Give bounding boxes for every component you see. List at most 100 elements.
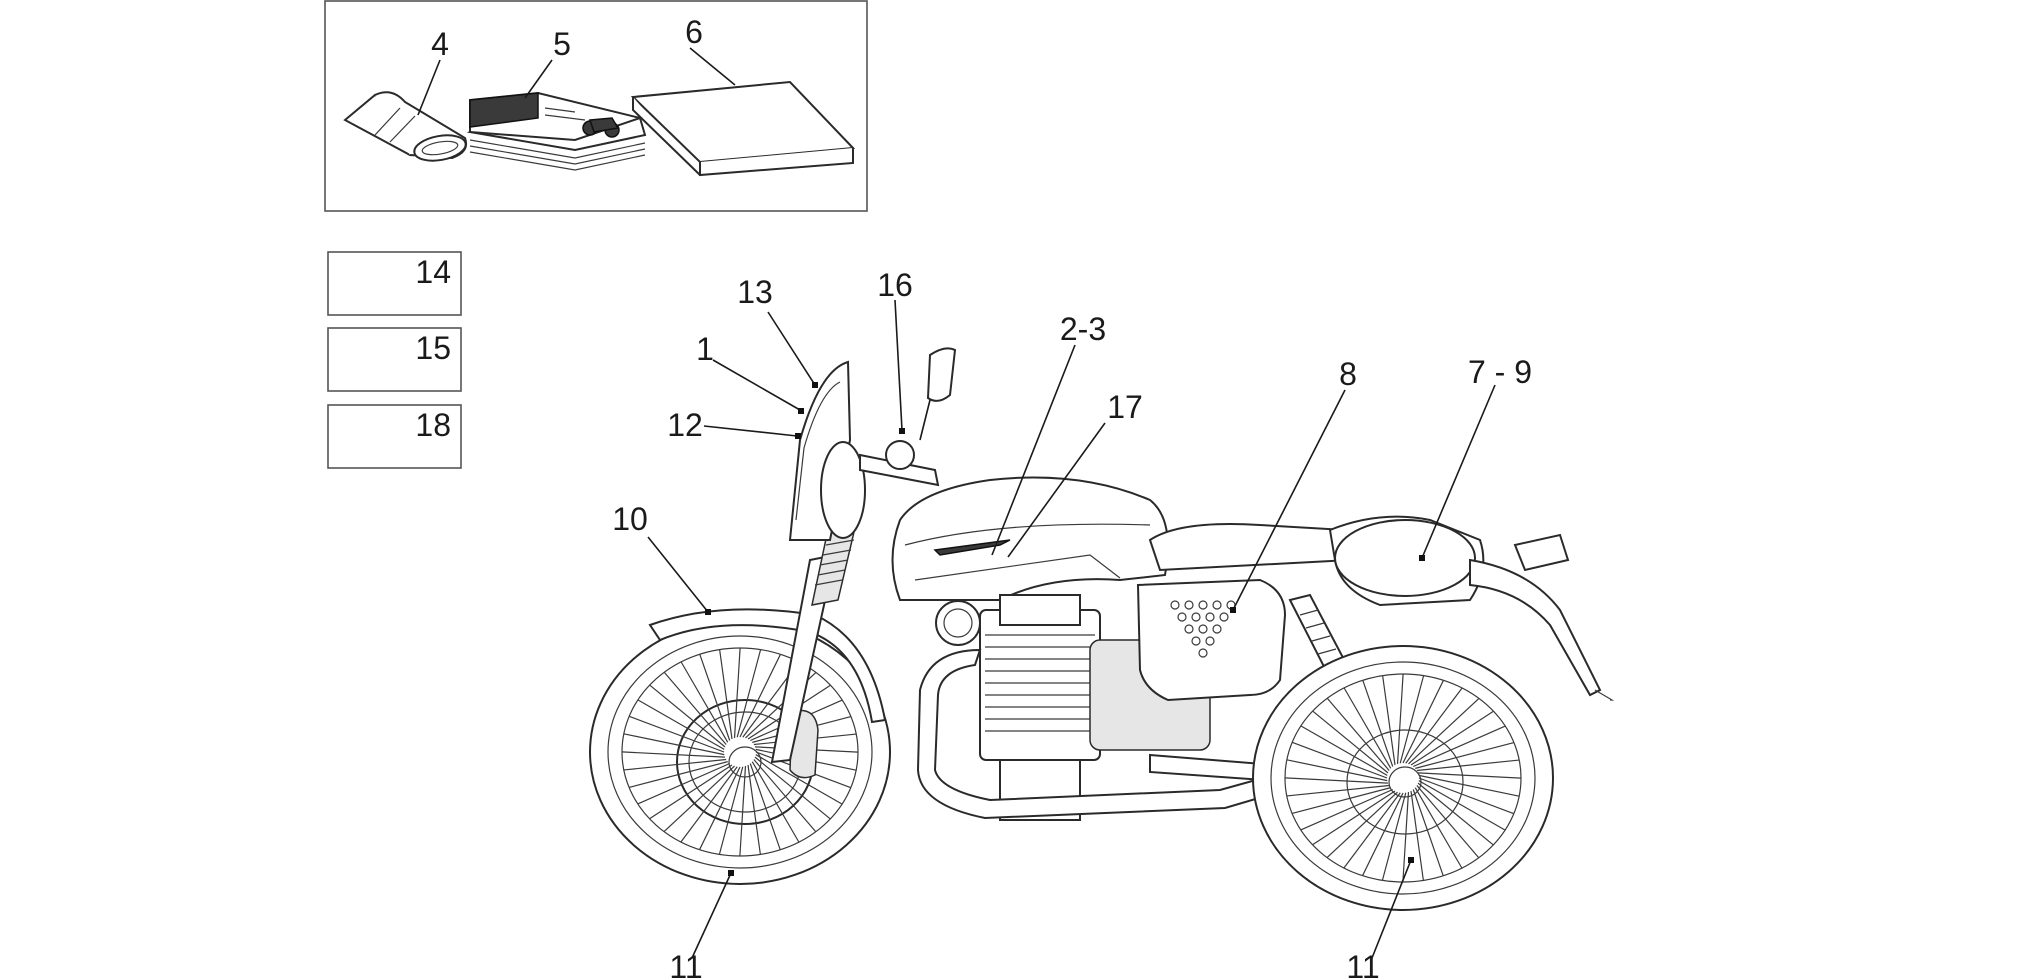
panel-vent-hole — [1198, 600, 1208, 610]
wheel-spoke — [628, 761, 728, 789]
wheel-spoke — [1418, 772, 1522, 779]
callout-17: 17 — [1007, 389, 1143, 558]
wheel-spoke — [628, 715, 725, 753]
box-15 — [327, 327, 462, 392]
mirror — [926, 347, 957, 402]
label-2-3: 2-3 — [1060, 311, 1106, 347]
label-10: 10 — [612, 501, 648, 537]
callout-12: 12 — [667, 407, 801, 443]
wheel-spoke — [1405, 687, 1463, 764]
label-7-9: 7 - 9 — [1468, 354, 1532, 390]
label-15: 15 — [415, 330, 451, 366]
panel-vent-hole — [1184, 624, 1194, 634]
wheel-spoke — [1399, 675, 1425, 764]
wheel-spoke — [1402, 680, 1445, 764]
wheel-spoke — [1416, 759, 1520, 772]
panel-vent-hole — [1219, 612, 1229, 622]
wheel-spoke — [1291, 787, 1391, 815]
panel-vent-hole — [1212, 600, 1222, 610]
wheel-spoke — [719, 649, 733, 740]
wheel-spoke — [753, 759, 817, 833]
wheel-spoke — [1381, 792, 1407, 881]
side-panel — [1136, 578, 1287, 702]
wheel-spoke — [1312, 710, 1389, 774]
wheel-spoke — [1362, 680, 1394, 767]
panel-vent-hole — [1198, 624, 1208, 634]
wheel-spoke — [754, 756, 831, 820]
wheel-spoke — [1414, 787, 1463, 869]
rear-fender — [1469, 558, 1602, 697]
callout-7-9: 7 - 9 — [1419, 354, 1532, 561]
rear-wheel — [1252, 645, 1554, 911]
leader-6 — [689, 47, 736, 86]
front-fender — [648, 608, 887, 724]
wheel-spoke — [623, 733, 725, 756]
wheel-spoke — [1326, 791, 1398, 859]
panel-vent-hole — [1191, 612, 1201, 622]
wheel-spoke — [1300, 725, 1388, 776]
callout-1: 1 — [696, 331, 804, 414]
wheel-spoke — [680, 661, 729, 743]
wheel-spoke — [1326, 697, 1390, 771]
label-6: 6 — [685, 14, 703, 50]
box-14 — [327, 251, 462, 316]
wheel-spoke — [1284, 777, 1388, 784]
wheel-spoke — [649, 764, 733, 820]
panel-vent-hole — [1205, 636, 1215, 646]
wheel-spoke — [739, 654, 782, 738]
wheel-spoke — [663, 671, 727, 745]
panel-vent-hole — [1205, 612, 1215, 622]
wheel-spoke — [1382, 675, 1396, 766]
label-4: 4 — [431, 26, 449, 62]
wheel-spoke — [1286, 759, 1388, 782]
wheel-spoke — [698, 766, 741, 850]
label-16: 16 — [877, 267, 913, 303]
wheel-spoke — [1408, 697, 1480, 765]
wheel-spoke — [1361, 792, 1404, 876]
label-13: 13 — [737, 274, 773, 310]
label-5: 5 — [553, 26, 571, 62]
wheel-spoke — [699, 654, 731, 741]
tool-pouch-illustration — [343, 91, 468, 162]
wheel-spoke — [755, 754, 843, 805]
label-11-rear: 11 — [1346, 949, 1379, 980]
wheel-spoke — [1413, 725, 1506, 768]
wheel-spoke — [1343, 687, 1392, 769]
wheel-spoke — [739, 766, 747, 857]
wheel-spoke — [621, 751, 725, 758]
leader-5 — [524, 59, 553, 99]
wheel-spoke — [637, 699, 725, 750]
wheel-spoke — [751, 761, 800, 843]
label-18: 18 — [415, 407, 451, 443]
wheel-spoke — [1343, 792, 1401, 869]
leader-4 — [417, 59, 441, 116]
wheel-spoke — [649, 684, 726, 748]
callout-13: 13 — [737, 274, 818, 388]
wheel-spoke — [733, 647, 741, 738]
wheel-spoke — [1410, 790, 1424, 881]
panel-vent-hole — [1170, 600, 1180, 610]
label-1: 1 — [696, 331, 714, 367]
wheel-spoke — [1415, 741, 1515, 769]
wheel-spoke — [663, 765, 735, 833]
label-17: 17 — [1107, 389, 1143, 425]
wheel-spoke — [1412, 789, 1444, 876]
callout-11-front: 11 — [669, 870, 734, 980]
panel-vent-hole — [1191, 636, 1201, 646]
wheel-spoke — [1418, 780, 1506, 831]
wheel-spoke — [736, 649, 762, 738]
wheel-spoke — [1286, 784, 1390, 797]
callout-16: 16 — [877, 267, 913, 434]
wheel-spoke — [1418, 777, 1515, 815]
wheel-spoke — [1416, 785, 1480, 859]
wheel-spoke — [1402, 792, 1410, 883]
callout-11-rear: 11 — [1346, 857, 1414, 980]
callout-10: 10 — [612, 501, 711, 615]
label-11-front: 11 — [669, 949, 702, 980]
front-wheel — [589, 619, 891, 885]
wheel-spoke — [1300, 788, 1393, 831]
box-18 — [327, 404, 462, 469]
wheel-spoke — [680, 766, 738, 843]
document-folder-illustration — [630, 80, 856, 177]
